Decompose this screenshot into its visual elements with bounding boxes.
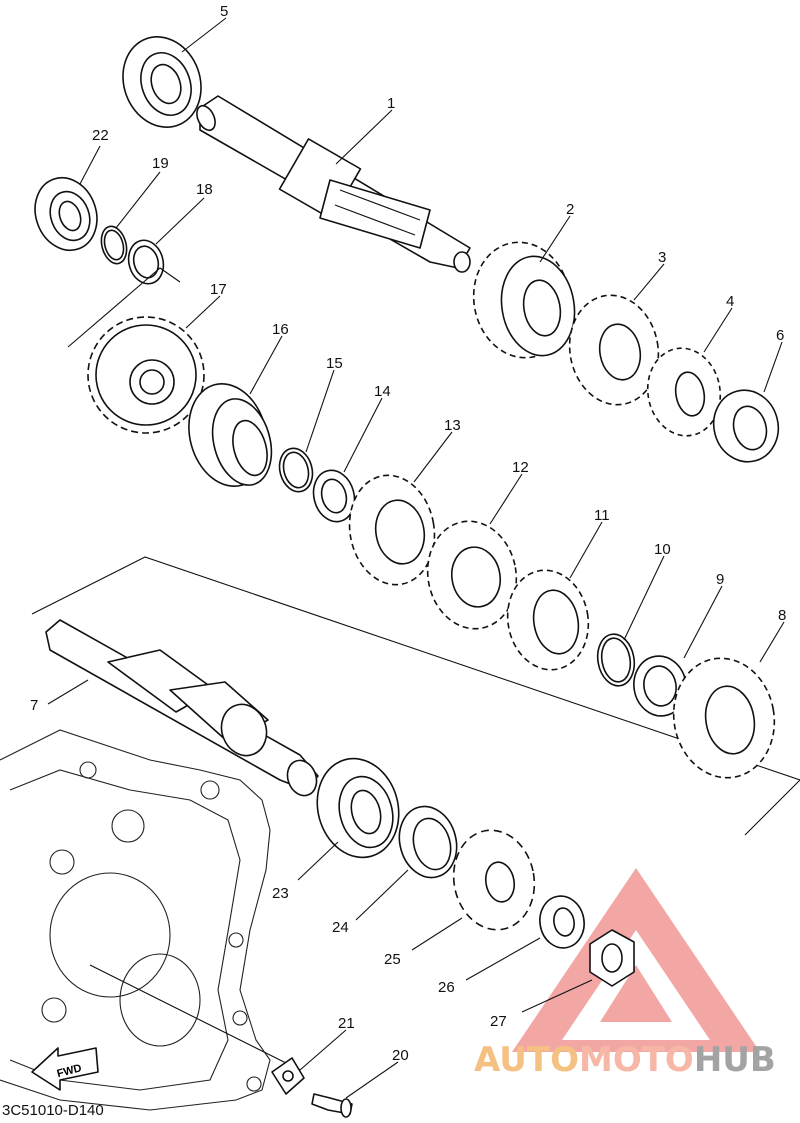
main-axle-group-outline bbox=[67, 267, 181, 348]
part-25-sprocket bbox=[452, 829, 536, 931]
callout-10: 10 bbox=[654, 541, 671, 558]
part-6-bearing bbox=[712, 389, 780, 463]
part-18-washer bbox=[127, 239, 165, 285]
callout-13: 13 bbox=[444, 417, 461, 434]
part-17-gear bbox=[87, 316, 205, 434]
part-19-circlip bbox=[100, 225, 128, 265]
crankcase-outline bbox=[0, 729, 301, 1111]
watermark-part1: AUTO bbox=[474, 1040, 579, 1080]
callout-15: 15 bbox=[326, 355, 343, 372]
watermark-part3: HUB bbox=[693, 1040, 776, 1080]
callout-8: 8 bbox=[778, 607, 786, 624]
part-27-nut bbox=[589, 929, 635, 987]
callout-20: 20 bbox=[392, 1047, 409, 1064]
callout-6: 6 bbox=[776, 327, 784, 344]
part-2-gear bbox=[472, 241, 576, 359]
callout-1: 1 bbox=[387, 95, 395, 112]
callout-11: 11 bbox=[594, 507, 610, 524]
callout-3: 3 bbox=[658, 249, 666, 266]
callout-12: 12 bbox=[512, 459, 529, 476]
part-21-plate bbox=[271, 1057, 305, 1095]
part-4-gear bbox=[646, 347, 722, 437]
part-15-circlip bbox=[278, 447, 314, 493]
callout-7: 7 bbox=[30, 697, 38, 714]
fwd-arrow-icon: FWD bbox=[31, 1047, 99, 1091]
part-5-bearing bbox=[122, 36, 202, 128]
callout-5: 5 bbox=[220, 3, 228, 20]
drive-axle-group-outline bbox=[31, 556, 800, 836]
callout-26: 26 bbox=[438, 979, 455, 996]
callout-21: 21 bbox=[338, 1015, 355, 1032]
watermark-text: AUTOMOTOHUB bbox=[474, 1040, 776, 1080]
callout-18: 18 bbox=[196, 181, 213, 198]
callout-22: 22 bbox=[92, 127, 109, 144]
watermark-part2: MOTO bbox=[578, 1040, 694, 1080]
callout-14: 14 bbox=[374, 383, 391, 400]
callout-24: 24 bbox=[332, 919, 349, 936]
part-16-gear bbox=[188, 383, 273, 487]
callout-23: 23 bbox=[272, 885, 289, 902]
part-22-bearing bbox=[34, 176, 98, 252]
leader-lines bbox=[47, 17, 785, 1099]
part-8-gear bbox=[672, 657, 776, 779]
part-13-gear bbox=[348, 474, 436, 586]
part-23-bearing bbox=[316, 757, 400, 859]
part-10-circlip bbox=[596, 633, 636, 687]
callout-17: 17 bbox=[210, 281, 227, 298]
callout-2: 2 bbox=[566, 201, 574, 218]
watermark-logo-icon bbox=[512, 868, 760, 1052]
part-14-washer bbox=[312, 469, 356, 523]
part-3-gear bbox=[568, 294, 660, 406]
part-7-drive-axle bbox=[45, 619, 319, 797]
callout-16: 16 bbox=[272, 321, 289, 338]
part-11-gear bbox=[506, 569, 590, 671]
part-20-screw bbox=[311, 1093, 353, 1118]
callout-numbers: 5 1 22 19 18 2 3 4 6 17 16 15 14 13 12 1… bbox=[30, 3, 786, 1064]
callout-9: 9 bbox=[716, 571, 724, 588]
callout-27: 27 bbox=[490, 1013, 507, 1030]
diagram-code: 3C51010-D140 bbox=[2, 1102, 104, 1119]
part-24-oil-seal bbox=[398, 805, 458, 879]
callout-25: 25 bbox=[384, 951, 401, 968]
callout-19: 19 bbox=[152, 155, 169, 172]
callout-4: 4 bbox=[726, 293, 734, 310]
part-1-main-axle bbox=[196, 95, 471, 273]
part-12-gear bbox=[426, 520, 518, 630]
part-26-lock-washer bbox=[539, 895, 585, 949]
